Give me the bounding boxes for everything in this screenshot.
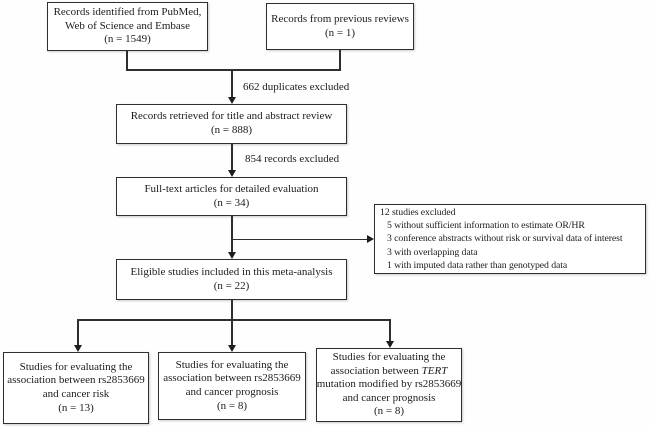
box-studies-cancer-prognosis: Studies for evaluating the association b… <box>158 352 306 420</box>
arrowhead-down-icon <box>227 252 236 259</box>
exclusion-line: 1 with imputed data rather than genotype… <box>387 259 568 271</box>
box-text-line: Full-text articles for detailed evaluati… <box>144 182 319 195</box>
box-text-line: association between rs2853669 <box>7 374 145 387</box>
box-count: (n = 1549) <box>104 33 151 46</box>
box-count: (n = 13) <box>58 401 94 414</box>
exclusion-line: 12 studies excluded <box>380 207 456 218</box>
box-text-line: Records identified from PubMed, <box>53 6 202 19</box>
box-records-previous-reviews: Records from previous reviews (n = 1) <box>266 3 414 50</box>
box-text-line: and cancer prognosis <box>185 386 279 398</box>
box-text-line: Studies for evaluating the <box>332 350 446 363</box>
connector-line <box>126 69 341 71</box>
connector-line <box>231 70 233 97</box>
arrowhead-down-icon <box>385 341 394 348</box>
connector-line <box>231 300 233 345</box>
box-count: (n = 34) <box>213 196 250 209</box>
connector-line <box>231 238 368 241</box>
exclusion-line: 3 with overlapping data <box>387 246 478 258</box>
connector-line <box>77 320 79 345</box>
box-text-line: mutation modified by rs2853669 <box>316 378 462 391</box>
arrowhead-down-icon <box>73 345 82 352</box>
box-studies-tert-mutation: Studies for evaluating the association b… <box>316 348 462 422</box>
box-records-retrieved: Records retrieved for title and abstract… <box>116 104 347 144</box>
box-eligible-studies: Eligible studies included in this meta-a… <box>116 259 347 300</box>
box-text-line: Records retrieved for title and abstract… <box>130 110 333 123</box>
box-text-line: association between TERT <box>331 365 448 379</box>
connector-line <box>231 144 233 170</box>
box-count: (n = 8) <box>216 399 248 412</box>
box-text-line: Eligible studies included in this meta-a… <box>130 265 333 278</box>
box-text-line: and cancer prognosis <box>342 391 436 404</box>
box-text-line: Web of Science and Embase <box>65 19 190 32</box>
box-studies-cancer-risk: Studies for evaluating the association b… <box>3 352 149 424</box>
box-count: (n = 8) <box>373 405 405 418</box>
box-text-line: Studies for evaluating the <box>19 360 133 373</box>
box-text-fragment: association between <box>330 364 422 377</box>
connector-line <box>126 51 128 70</box>
box-studies-excluded: 12 studies excluded 5 without sufficient… <box>374 204 646 274</box>
gene-name-italic: TERT <box>421 364 448 377</box>
box-text-line: Records from previous reviews <box>271 12 409 25</box>
connector-line <box>339 50 341 70</box>
box-text-line: and cancer risk <box>42 388 110 400</box>
connector-line <box>77 319 391 321</box>
label-records-excluded: 854 records excluded <box>245 153 340 165</box>
arrowhead-right-icon <box>367 235 374 243</box>
exclusion-line: 5 without sufficient information to esti… <box>387 220 585 232</box>
box-text-line: Studies for evaluating the <box>175 358 289 371</box>
box-count: (n = 888) <box>210 124 253 136</box>
arrowhead-down-icon <box>227 345 236 352</box>
exclusion-line: 3 conference abstracts without risk or s… <box>387 233 623 245</box>
connector-line <box>231 216 233 252</box>
box-records-identified: Records identified from PubMed, Web of S… <box>47 2 208 51</box>
box-fulltext-articles: Full-text articles for detailed evaluati… <box>116 177 347 216</box>
label-duplicates-excluded: 662 duplicates excluded <box>243 81 350 93</box>
box-count: (n = 1) <box>324 26 356 39</box>
arrowhead-down-icon <box>227 97 236 104</box>
box-count: (n = 22) <box>213 279 250 292</box>
arrowhead-down-icon <box>227 170 236 177</box>
connector-line <box>389 320 391 341</box>
box-text-line: association between rs2853669 <box>163 372 301 385</box>
